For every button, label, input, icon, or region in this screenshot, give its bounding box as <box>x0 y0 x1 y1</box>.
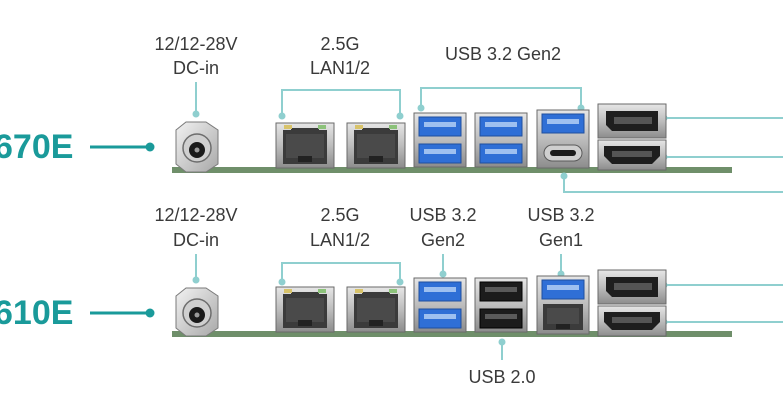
displayport-port <box>597 103 667 139</box>
lan-speed-label: 2.5G <box>320 205 359 225</box>
dc-jack-connector <box>175 121 219 173</box>
lan-speed-label: 2.5G <box>320 34 359 54</box>
hdmi-port <box>597 305 667 337</box>
model-pointer-dot <box>145 308 155 318</box>
lan2-rj45-port <box>346 286 406 333</box>
dc-in-voltage-label: 12/12-28V <box>154 205 237 225</box>
usb-3-2-gen1-and-rj45-stack <box>536 275 590 335</box>
hdmi-port <box>597 139 667 171</box>
usb-2-0-stack <box>474 277 528 333</box>
model-label-670e: 670E <box>0 128 73 166</box>
model-pointer-dot <box>145 142 155 152</box>
usb-gen1-label: USB 3.2 <box>527 205 594 225</box>
usb-gen2-sub-label: Gen2 <box>421 230 465 250</box>
board-610e: 610E 12/12-28V DC-in 2.5G LAN1/2 USB 3.2… <box>0 205 783 387</box>
usb-gen1-sub-label: Gen1 <box>539 230 583 250</box>
displayport-port <box>597 269 667 305</box>
usb-gen2-label: USB 3.2 <box>409 205 476 225</box>
usb-3-2-gen2-stack-2 <box>474 112 528 168</box>
pcb-edge <box>172 331 732 337</box>
dc-in-label: DC-in <box>173 230 219 250</box>
usb-3-2-gen2-stack <box>413 277 467 333</box>
pcb-edge <box>172 167 732 173</box>
lan1-rj45-port <box>275 286 335 333</box>
dc-in-voltage-label: 12/12-28V <box>154 34 237 54</box>
model-label-610e: 610E <box>0 294 73 332</box>
lan1-rj45-port <box>275 122 335 169</box>
usb-a-and-usb-c-stack <box>536 109 590 169</box>
lan-label: LAN1/2 <box>310 230 370 250</box>
lan2-rj45-port <box>346 122 406 169</box>
board-670e: 670E 12/12-28V DC-in 2.5G LAN1/2 USB 3.2… <box>0 34 783 193</box>
dc-jack-connector <box>175 287 219 337</box>
usb-gen2-group-label: USB 3.2 Gen2 <box>445 44 561 64</box>
usb-3-2-gen2-stack-1 <box>413 112 467 168</box>
lan-label: LAN1/2 <box>310 58 370 78</box>
dc-in-label: DC-in <box>173 58 219 78</box>
usb-2-0-label: USB 2.0 <box>468 367 535 387</box>
